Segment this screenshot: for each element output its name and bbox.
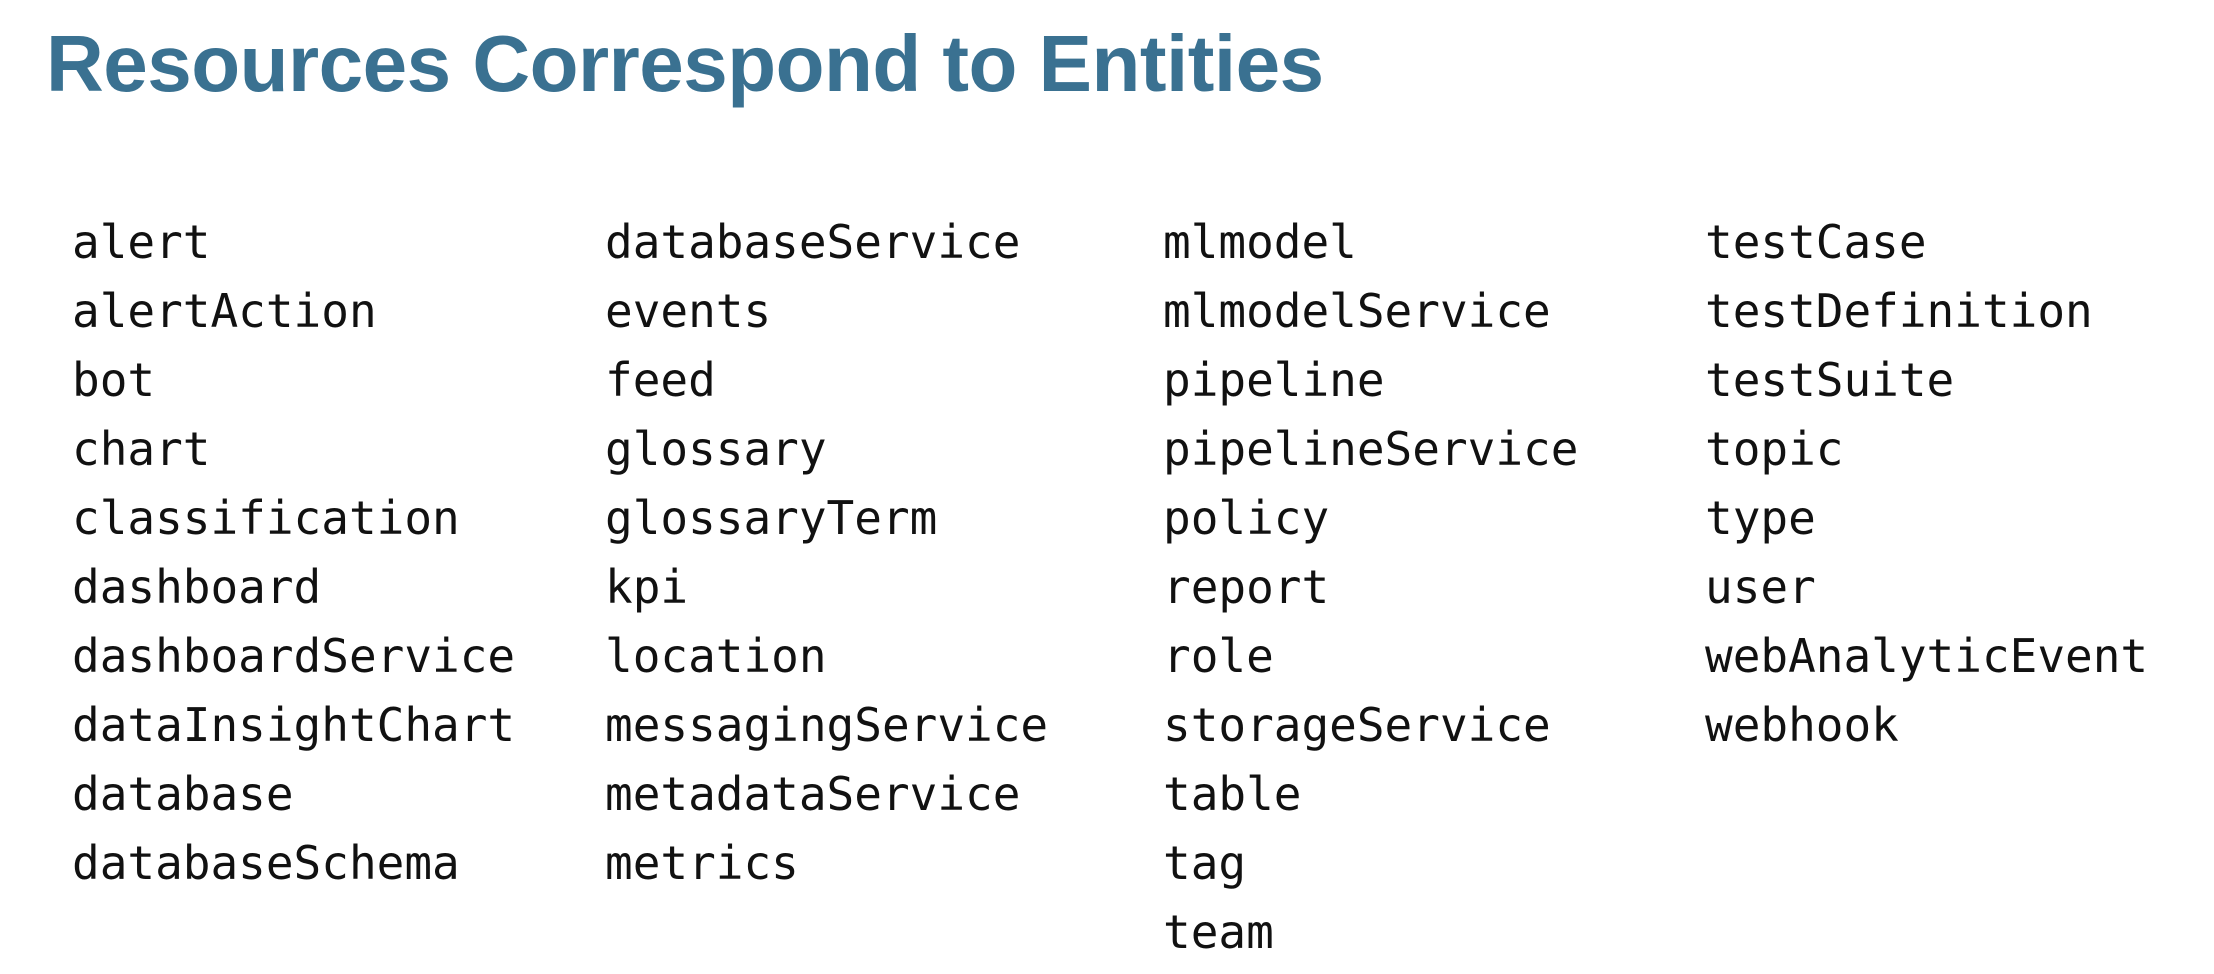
entity-column-1: alert alertAction bot chart classification da…: [72, 208, 605, 898]
entity-name: dashboardService: [72, 629, 516, 683]
entity-name: team: [1163, 905, 1274, 959]
entity-name: alertAction: [72, 284, 377, 338]
entity-name: table: [1163, 767, 1302, 821]
entity-name: databaseService: [605, 215, 1021, 269]
entity-name: testCase: [1705, 215, 1927, 269]
entity-name: storageService: [1163, 698, 1551, 752]
entity-name: databaseSchema: [72, 836, 460, 890]
entity-name: kpi: [605, 560, 689, 614]
entity-name: database: [72, 767, 294, 821]
entity-name: alert: [72, 215, 211, 269]
entity-name: tag: [1163, 836, 1247, 890]
entity-name: topic: [1705, 422, 1844, 476]
entity-name: webhook: [1705, 698, 1899, 752]
entity-name: webAnalyticEvent: [1705, 629, 2149, 683]
entity-name: location: [605, 629, 827, 683]
entity-name: events: [605, 284, 772, 338]
entity-name: bot: [72, 353, 156, 407]
entity-name: policy: [1163, 491, 1330, 545]
entity-name: dashboard: [72, 560, 322, 614]
entity-name: pipelineService: [1163, 422, 1579, 476]
entity-name: role: [1163, 629, 1274, 683]
entity-name: user: [1705, 560, 1816, 614]
entity-name: testDefinition: [1705, 284, 2093, 338]
entity-list: alert alertAction bot chart classification da…: [72, 208, 2214, 967]
entity-name: classification: [72, 491, 460, 545]
entity-column-3: mlmodel mlmodelService pipeline pipelineSer…: [1163, 208, 1705, 967]
page-title: Resources Correspond to Entities: [46, 19, 1324, 108]
entity-name: report: [1163, 560, 1330, 614]
entity-name: dataInsightChart: [72, 698, 516, 752]
entity-name: feed: [605, 353, 716, 407]
entity-name: metadataService: [605, 767, 1021, 821]
entity-name: glossary: [605, 422, 827, 476]
entity-name: type: [1705, 491, 1816, 545]
entity-name: testSuite: [1705, 353, 1955, 407]
entity-name: pipeline: [1163, 353, 1385, 407]
entity-name: mlmodel: [1163, 215, 1357, 269]
entity-column-4: testCase testDefinition testSuite topic type…: [1705, 208, 2214, 760]
entity-name: metrics: [605, 836, 799, 890]
entity-name: glossaryTerm: [605, 491, 938, 545]
entity-name: mlmodelService: [1163, 284, 1551, 338]
entity-name: chart: [72, 422, 211, 476]
entity-column-2: databaseService events feed glossary glossar…: [605, 208, 1163, 898]
entity-name: messagingService: [605, 698, 1049, 752]
